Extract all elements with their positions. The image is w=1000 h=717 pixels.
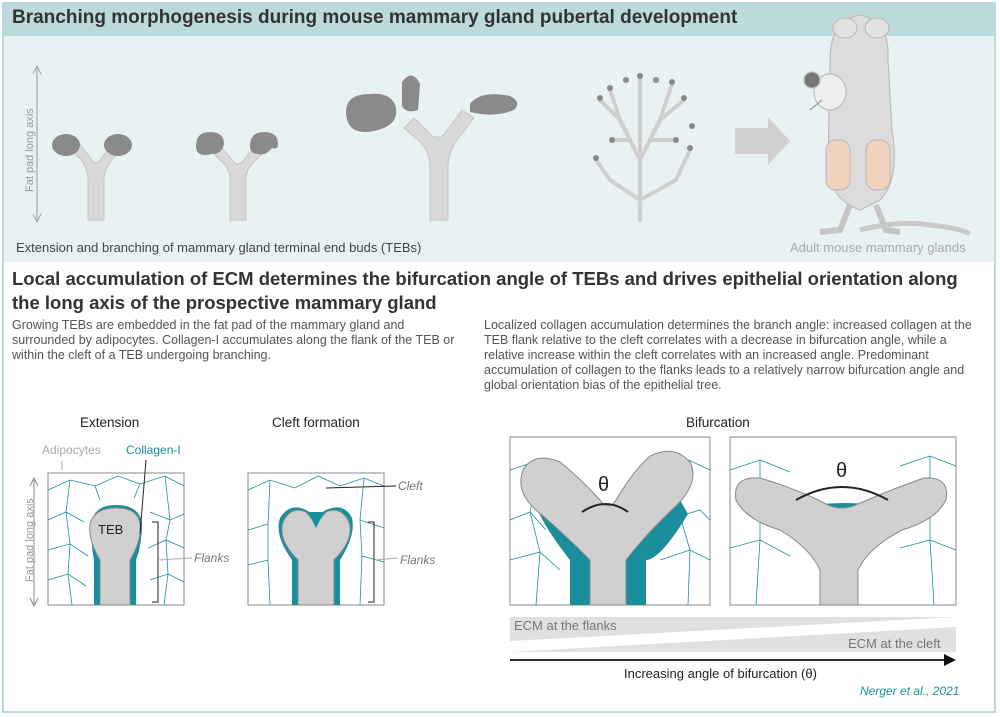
ductal-tree	[594, 76, 692, 222]
increasing-angle-arrow	[510, 654, 956, 666]
bifurcation-narrow-schematic	[509, 436, 711, 606]
adipocytes-label: Adipocytes	[42, 443, 101, 457]
paragraph-left: Growing TEBs are embedded in the fat pad…	[12, 318, 455, 362]
title-bar	[4, 4, 994, 36]
paragraph-right: Localized collagen accumulation determin…	[484, 318, 972, 392]
ecm-cleft-label: ECM at the cleft	[848, 636, 941, 651]
teb-stage-3	[346, 75, 518, 221]
mouse-illustration	[803, 14, 972, 237]
bifurcation-wide-schematic	[729, 436, 957, 606]
main-heading: Local accumulation of ECM determines the…	[12, 268, 958, 313]
extension-title: Extension	[80, 415, 140, 430]
ecm-flanks-bar	[510, 617, 956, 641]
cleft-title: Cleft formation	[272, 415, 360, 430]
top-caption: Extension and branching of mammary gland…	[16, 240, 422, 255]
theta-wide: θ	[836, 460, 848, 482]
teb-stage-1	[52, 134, 132, 221]
tree-buds	[593, 73, 695, 161]
teb-stage-2	[196, 132, 278, 221]
flanks-label-1: Flanks	[194, 551, 230, 565]
ecm-flanks-label: ECM at the flanks	[514, 618, 617, 633]
ecm-cleft-bar	[510, 627, 956, 652]
figure-title: Branching morphogenesis during mouse mam…	[12, 7, 738, 28]
citation: Nerger et al., 2021	[860, 684, 960, 698]
cleft-label: Cleft	[398, 479, 423, 493]
long-axis-arrow	[32, 64, 42, 224]
adult-caption: Adult mouse mammary glands	[790, 240, 966, 255]
theta-narrow: θ	[598, 474, 610, 496]
collagen-label: Collagen-I	[126, 443, 181, 457]
flanks-label-2: Flanks	[400, 553, 436, 567]
extension-schematic	[29, 459, 193, 608]
bifurcation-title: Bifurcation	[686, 415, 750, 430]
progression-arrow	[735, 117, 790, 165]
teb-label: TEB	[98, 522, 124, 537]
cleft-schematic	[247, 472, 399, 606]
panel-axis-label: Fat pad long axis	[24, 498, 36, 582]
increasing-angle-label: Increasing angle of bifurcation (θ)	[624, 666, 817, 681]
